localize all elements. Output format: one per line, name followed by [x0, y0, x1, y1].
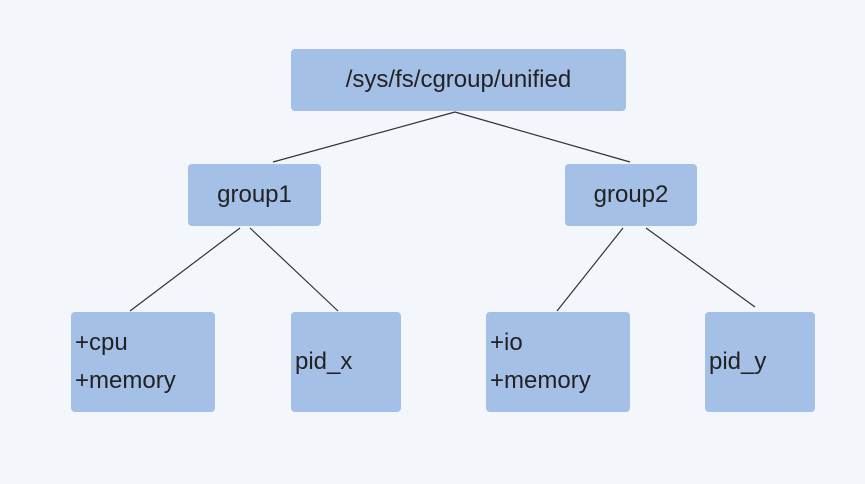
edge-group1-controllers [129, 227, 241, 312]
edge-group1-pid [249, 227, 339, 312]
edge-root-group2 [454, 111, 631, 163]
edge-group2-controllers [556, 227, 624, 312]
controller-memory: +memory [75, 367, 176, 394]
group1-controllers-node: +cpu +memory [71, 312, 215, 412]
controller-cpu: +cpu [75, 329, 128, 356]
controller-io: +io [490, 329, 523, 356]
group2-node: group2 [565, 164, 697, 226]
group2-controllers-node: +io +memory [486, 312, 630, 412]
pid-y-label: pid_y [709, 348, 767, 375]
group1-pid-node: pid_x [291, 312, 401, 412]
root-node: /sys/fs/cgroup/unified [291, 49, 626, 111]
edge-root-group1 [272, 111, 456, 163]
edge-group2-pid [645, 227, 756, 308]
root-node-label: /sys/fs/cgroup/unified [345, 66, 572, 93]
group2-pid-node: pid_y [705, 312, 815, 412]
group1-node: group1 [188, 164, 321, 226]
group1-node-label: group1 [217, 181, 292, 208]
pid-x-label: pid_x [295, 348, 353, 375]
group2-node-label: group2 [593, 181, 669, 208]
controller-memory-2: +memory [490, 367, 591, 394]
